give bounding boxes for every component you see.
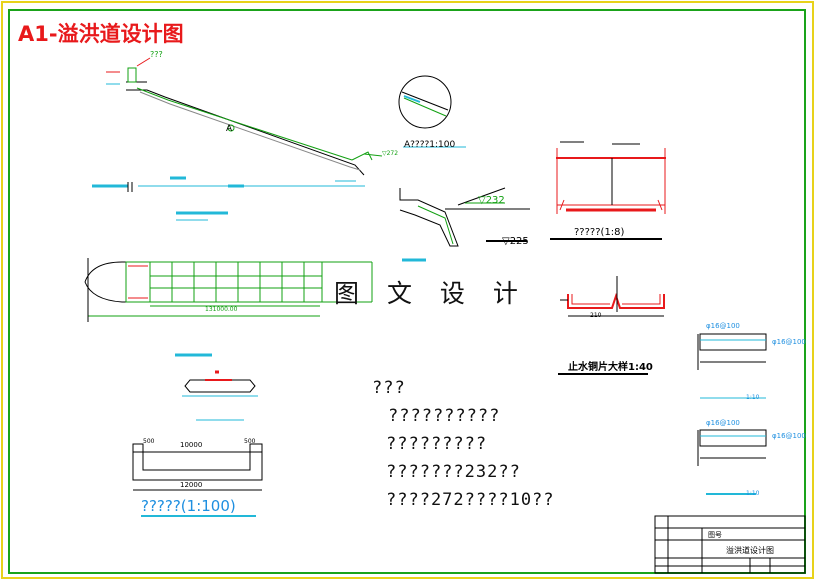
detail-a-marker: A (226, 124, 233, 134)
title-block (654, 515, 806, 574)
dim-plan-length: 131000.00 (205, 306, 238, 313)
note-line-2: ?????????? (388, 406, 501, 426)
waterstop-detail-label: 止水铜片大样1:40 (568, 362, 653, 373)
cross-section-scale: ?????(1:8) (574, 227, 625, 238)
bottom-section-title: ?????(1:100) (141, 497, 236, 515)
small-plan (175, 353, 258, 421)
note-line-5: ????272????10?? (386, 490, 555, 510)
top-elevation-label: ??? (150, 50, 163, 59)
detail-a-scale: A????1:100 (404, 140, 456, 150)
bottom-section (132, 443, 263, 517)
rebar-label-3: φ16@100 (706, 419, 740, 427)
plan-view (84, 258, 426, 322)
rebar-label-1: φ16@100 (706, 322, 740, 330)
dim-12000: 12000 (180, 481, 203, 489)
rebar-label-2: φ16@100 (772, 338, 806, 346)
dim-500-right: 500 (244, 438, 256, 445)
note-line-3: ????????? (386, 434, 488, 454)
dim-10000: 10000 (180, 441, 203, 449)
panel-scale-b: 1:10 (746, 490, 760, 497)
elev-272-label: ▽272 (382, 150, 399, 157)
watermark-text: 图 文 设 计 (334, 279, 528, 308)
dim-210: 210 (590, 312, 602, 319)
elev-225-label: ▽225 (502, 236, 529, 247)
dim-500-left: 500 (143, 438, 155, 445)
panel-scale-a: 1:10 (746, 394, 760, 401)
detail-circle (398, 75, 466, 148)
cross-section (550, 141, 666, 240)
basin-detail (399, 187, 530, 247)
inner-frame (8, 9, 806, 574)
note-line-4: ???????232?? (386, 462, 521, 482)
title-block-drawing-name: 溢洪道设计图 (726, 546, 774, 555)
note-line-1: ??? (372, 378, 406, 398)
rebar-label-4: φ16@100 (772, 432, 806, 440)
longitudinal-profile (92, 57, 383, 221)
drawing-title: A1-溢洪道设计图 (18, 22, 184, 46)
waterstop-detail (558, 276, 665, 375)
rebar-panels (697, 333, 767, 495)
elev-232-label: ▽232 (478, 195, 505, 206)
title-block-label: 图号 (708, 531, 722, 539)
